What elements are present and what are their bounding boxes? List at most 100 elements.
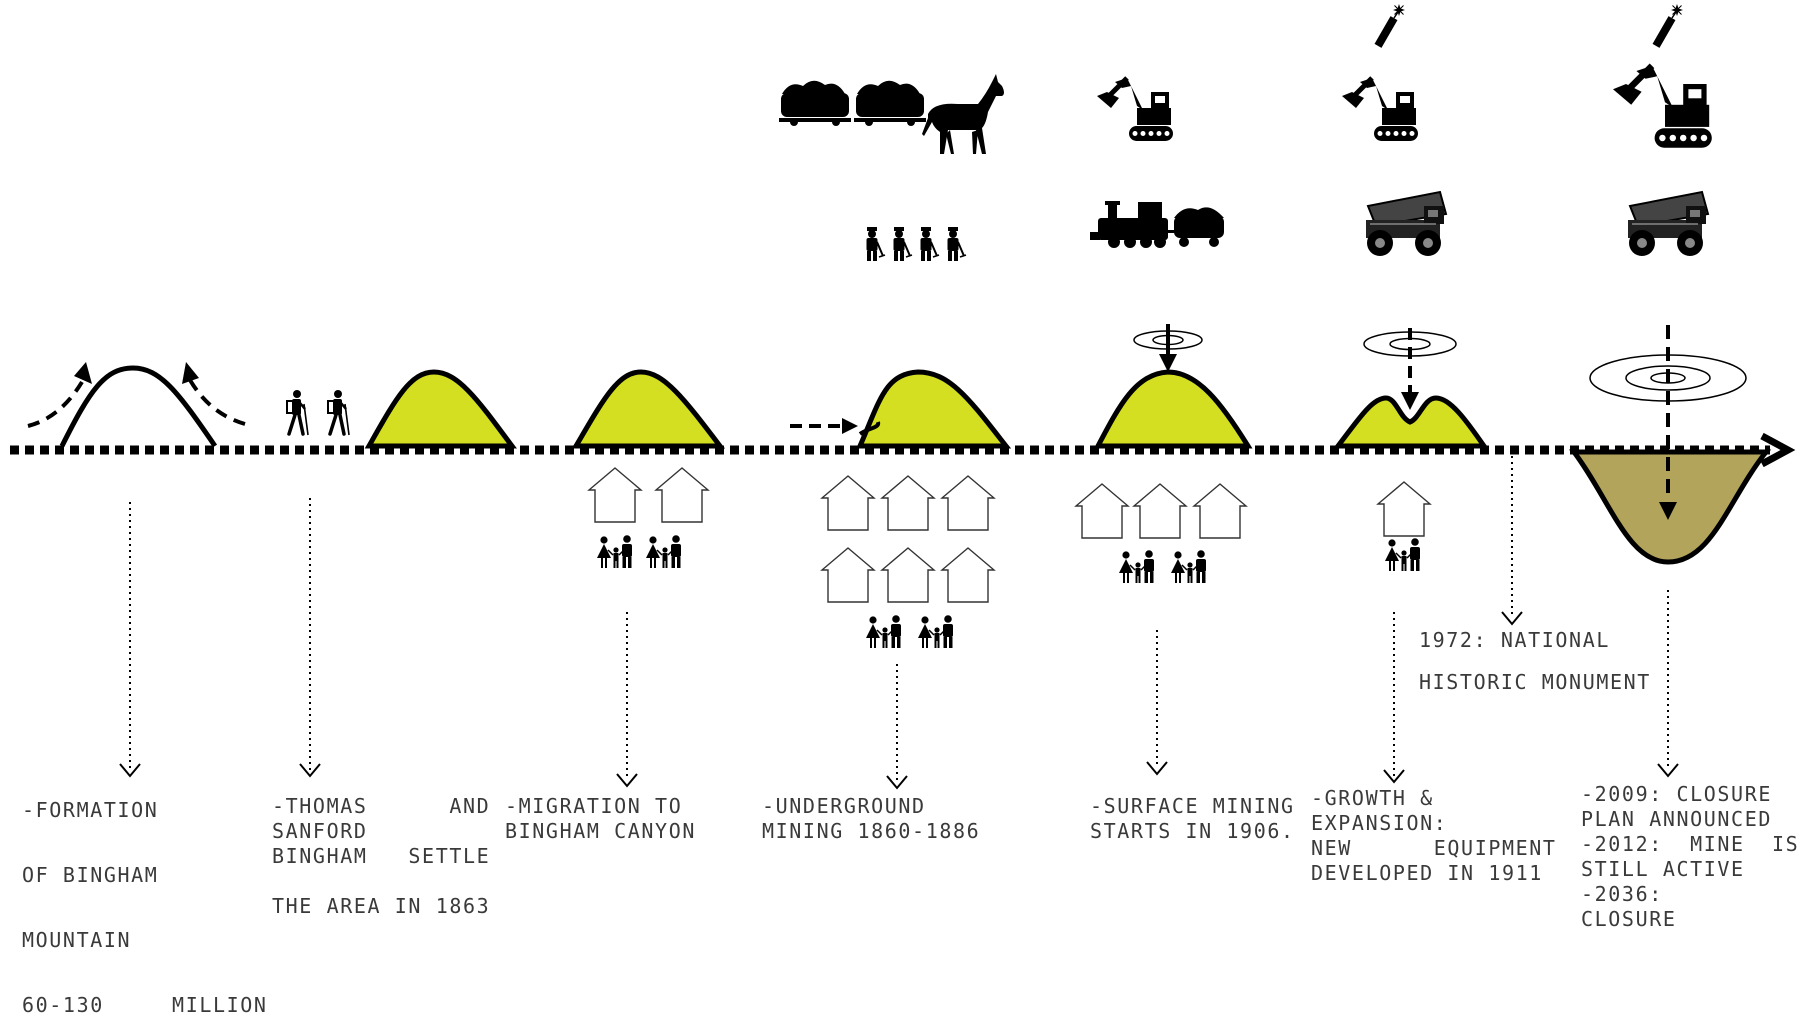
house-icon <box>1133 483 1187 539</box>
event-label-line: BINGHAM SETTLE <box>272 844 491 868</box>
house-icon <box>821 547 875 603</box>
event-label-line: 1972: NATIONAL <box>1419 628 1610 652</box>
dump-truck-icon <box>1627 191 1709 257</box>
uplift-arrow-right <box>188 378 246 426</box>
leader-closure-tip <box>1657 763 1679 778</box>
miners-icon <box>919 226 940 262</box>
event-label-line: THE AREA IN 1863 <box>272 894 491 918</box>
event-label-line: PLAN ANNOUNCED <box>1581 807 1772 831</box>
yellow-mountain-1 <box>364 369 517 449</box>
event-label-formation: -FORMATION OF BINGHAM MOUNTAIN 60-130 MI… <box>22 794 268 1022</box>
house-icon <box>1075 483 1129 539</box>
miners-icon <box>865 226 886 262</box>
dynamite-icon <box>1651 3 1684 49</box>
formation-stage <box>27 362 246 448</box>
hiker-icon <box>326 388 351 437</box>
event-label-line: EXPANSION: <box>1311 811 1448 835</box>
dynamite-icon <box>1373 3 1406 49</box>
event-label-line: NEW EQUIPMENT <box>1311 836 1557 860</box>
migration-stage <box>571 369 726 569</box>
event-label-line: -GROWTH & <box>1311 786 1434 810</box>
event-label-line: BINGHAM CANYON <box>505 819 696 843</box>
blast-arrow-head <box>1401 392 1419 410</box>
timeline-arrowhead <box>1760 432 1796 468</box>
event-label-line: -THOMAS AND <box>272 794 491 818</box>
leader-monument-tip <box>1501 611 1523 626</box>
event-label-line: -2009: CLOSURE <box>1581 782 1772 806</box>
house-icon <box>881 547 935 603</box>
cart-icon <box>779 80 851 126</box>
house-icon <box>941 475 995 531</box>
excavator-icon <box>1342 78 1418 141</box>
event-label-line: -FORMATION <box>22 798 159 822</box>
event-label-line: CLOSURE <box>1581 907 1677 931</box>
leader-expansion-tip <box>1383 769 1405 784</box>
cart-icon <box>854 80 926 126</box>
event-label-line: SANFORD <box>272 819 368 843</box>
family-icon <box>1384 537 1421 572</box>
blast-ring-middle <box>1625 365 1711 391</box>
excavator-icon <box>1097 78 1173 141</box>
event-label-line: DEVELOPED IN 1911 <box>1311 861 1543 885</box>
leader-lines <box>119 456 1679 790</box>
family-icon <box>596 534 633 569</box>
pit-arrow-head <box>1659 502 1677 520</box>
event-label-line: -2012: MINE IS <box>1581 832 1800 856</box>
event-label-line <box>272 869 490 894</box>
family-icon <box>1170 549 1207 584</box>
house-icon <box>1193 483 1247 539</box>
event-label-line: MOUNTAIN <box>22 928 132 952</box>
leader-migration-tip <box>616 773 638 788</box>
uplift-arrow-left <box>27 380 84 428</box>
event-label-line: OF BINGHAM <box>22 863 159 887</box>
event-label-line: STILL ACTIVE <box>1581 857 1745 881</box>
yellow-mountain-2 <box>571 369 726 449</box>
tunnel-entry <box>858 421 881 436</box>
event-label-line: HISTORIC MONUMENT <box>1419 670 1651 694</box>
event-label-line: -SURFACE MINING <box>1090 794 1295 818</box>
yellow-mountain-5 <box>1332 395 1489 449</box>
expansion-stage <box>1332 3 1489 572</box>
event-label-line <box>22 827 268 860</box>
leader-surface-tip <box>1146 761 1168 776</box>
leader-settlers-tip <box>299 763 321 778</box>
house-icon <box>941 547 995 603</box>
surface-mining-stage <box>1075 78 1253 584</box>
horse-icon <box>922 74 1004 154</box>
event-label-line: STARTS IN 1906. <box>1090 819 1295 843</box>
event-label-monument: 1972: NATIONAL HISTORIC MONUMENT <box>1419 630 1651 693</box>
house-icon <box>1377 481 1431 537</box>
house-icon <box>821 475 875 531</box>
hiker-icon <box>285 388 310 437</box>
event-label-line: -MIGRATION TO <box>505 794 683 818</box>
family-icon <box>645 534 682 569</box>
miners-icon <box>946 226 967 262</box>
event-label-line: -UNDERGROUND <box>762 794 926 818</box>
house-icon <box>588 467 642 523</box>
excavator-icon <box>1613 66 1712 148</box>
underground-mining-stage <box>779 74 1012 649</box>
family-icon <box>917 614 954 649</box>
yellow-mountain-4 <box>1093 369 1253 449</box>
yellow-mountain-3 <box>856 369 1012 449</box>
event-label-line: -2036: <box>1581 882 1663 906</box>
event-label-line: MINING 1860-1886 <box>762 819 981 843</box>
uplift-arrow-right-head <box>182 362 199 384</box>
blast-arrow-head <box>1159 354 1177 372</box>
house-icon <box>655 467 709 523</box>
event-label-line: 60-130 MILLION <box>22 993 268 1017</box>
settlement-stage <box>285 369 517 449</box>
leader-formation-tip <box>119 763 141 778</box>
event-label-line <box>22 892 268 925</box>
family-icon <box>865 614 902 649</box>
leader-underground-tip <box>886 775 908 790</box>
tunnel-arrow-head <box>842 418 858 434</box>
uplift-arrow-left-head <box>74 362 92 384</box>
